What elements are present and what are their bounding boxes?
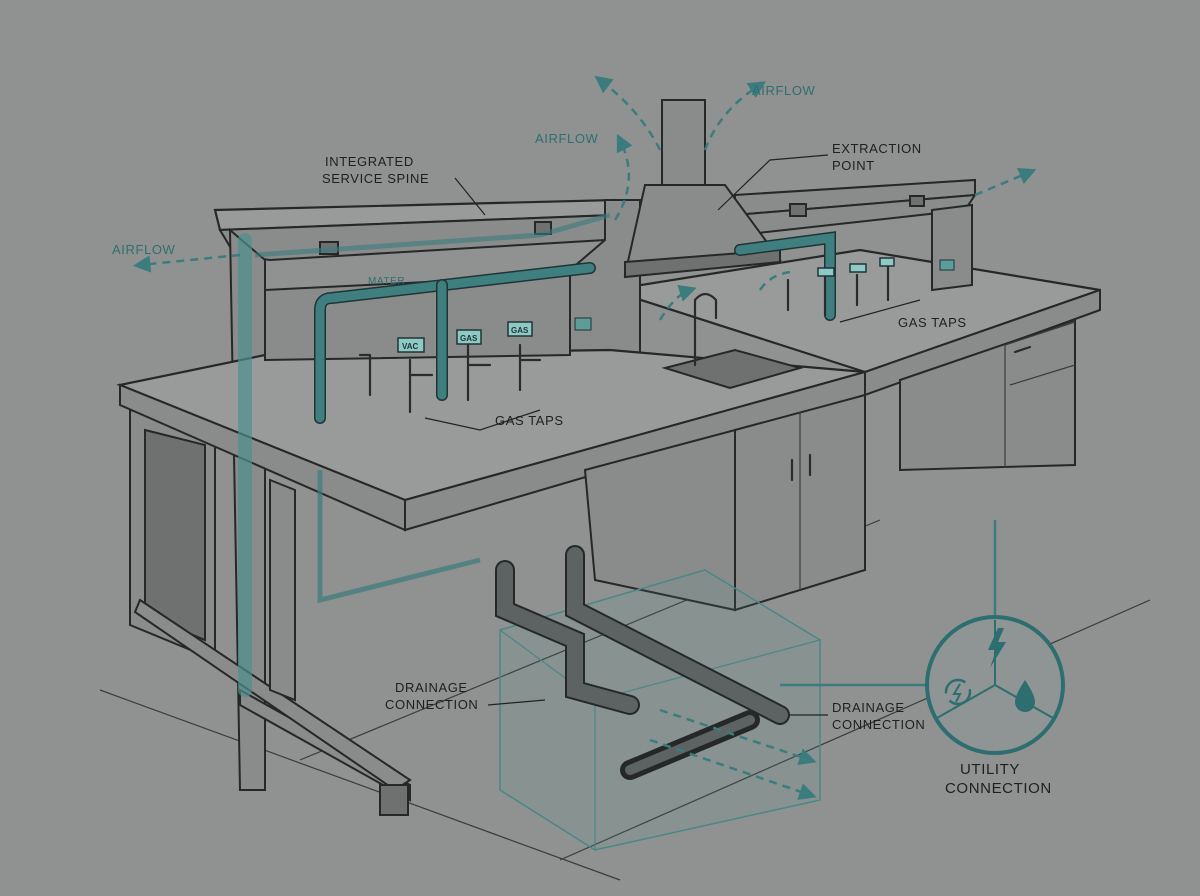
drainage-system	[495, 545, 821, 851]
water-pipes	[238, 212, 836, 697]
power-cycle-icon	[944, 678, 972, 706]
svg-text:VAC: VAC	[402, 342, 419, 351]
main-countertop	[116, 273, 866, 532]
right-drawer-cabinet	[899, 318, 1076, 472]
right-bench	[609, 248, 1101, 472]
water-drop-icon	[1015, 680, 1035, 712]
label-gas-taps-right: GAS TAPS	[898, 315, 967, 330]
lightning-icon	[988, 628, 1006, 668]
label-airflow-left: AIRFLOW	[112, 242, 176, 257]
tap-tag-vac: VAC	[397, 337, 425, 353]
label-airflow-center: AIRFLOW	[535, 131, 599, 146]
label-gas-taps-left: GAS TAPS	[495, 413, 564, 428]
gas-taps-right	[786, 257, 921, 323]
airflow-arrows	[133, 75, 1037, 321]
svg-text:GAS: GAS	[511, 326, 529, 335]
label-airflow-top: AIRFLOW	[752, 83, 816, 98]
gas-taps-left: VAC GAS GAS	[358, 321, 542, 431]
tap-tag-gas-2: GAS	[507, 321, 533, 337]
integrated-service-spine	[213, 178, 977, 366]
label-water: MATER	[368, 276, 405, 287]
utility-connection	[780, 520, 1065, 755]
tap-tag-gas: GAS	[456, 329, 482, 345]
sink-cabinet	[583, 393, 866, 612]
svg-text:GAS: GAS	[460, 334, 478, 343]
